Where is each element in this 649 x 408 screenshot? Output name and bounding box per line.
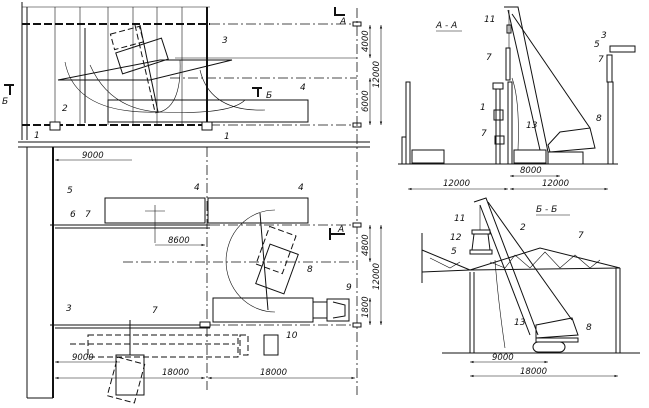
bb-dim-18000: 18000 (520, 367, 547, 377)
aa-label-7-mast: 7 (486, 53, 492, 63)
bb-label-2: 2 (520, 223, 526, 233)
dim-9000-mid: 9000 (82, 151, 104, 161)
crane-top-plan (57, 24, 266, 114)
label-5: 5 (67, 186, 73, 196)
label-1-left: 1 (34, 131, 40, 141)
section-a-a: А - А 11 7 3 5 7 1 7 13 8 (398, 6, 636, 191)
aa-label-3: 3 (601, 31, 607, 41)
dim-18000-left: 18000 (162, 368, 189, 378)
label-7-bottom: 7 (152, 306, 158, 316)
bb-label-5: 5 (451, 247, 457, 257)
label-4-top: 4 (300, 83, 306, 93)
aa-label-11: 11 (484, 15, 495, 25)
section-b-b: Б - Б 11 12 5 2 7 13 8 9000 18000 (421, 197, 640, 378)
aa-label-8: 8 (596, 114, 602, 124)
section-mark-b-mid: Б (266, 91, 272, 101)
label-4-right: 4 (298, 183, 304, 193)
dim-9000-bottom: 9000 (72, 353, 94, 363)
dim-12000-bottom: 12000 (372, 263, 382, 290)
bb-label-11: 11 (454, 214, 465, 224)
plan-view: А А Б Б 3 2 4 1 1 5 4 4 6 7 8 9 3 7 10 4… (2, 2, 383, 404)
aa-label-5: 5 (594, 40, 600, 50)
label-3-top: 3 (222, 36, 228, 46)
dim-12000-top: 12000 (372, 61, 382, 88)
label-6: 6 (70, 210, 76, 220)
label-10: 10 (286, 331, 298, 341)
section-mark-b-left: Б (2, 97, 8, 107)
section-mark-a-top: А (339, 17, 346, 27)
label-7-top: 7 (85, 210, 91, 220)
bb-label-13: 13 (514, 318, 526, 328)
bb-label-8: 8 (586, 323, 592, 333)
label-1-right: 1 (224, 132, 230, 142)
label-3-bottom: 3 (66, 304, 72, 314)
label-2: 2 (62, 104, 68, 114)
aa-dim-8000: 8000 (520, 166, 542, 176)
aa-dim-12000-left: 12000 (443, 179, 470, 189)
aa-label-13: 13 (526, 121, 538, 131)
aa-dim-12000-right: 12000 (542, 179, 569, 189)
aa-label-7-low: 7 (481, 129, 487, 139)
label-8: 8 (307, 265, 313, 275)
crane-8-plan (225, 209, 299, 313)
aa-label-1: 1 (480, 103, 486, 113)
dim-1800: 1800 (361, 296, 371, 318)
dim-18000-right: 18000 (260, 368, 287, 378)
bb-dim-9000: 9000 (492, 353, 514, 363)
dim-8600: 8600 (168, 236, 190, 246)
section-mark-a-bottom: А (337, 225, 344, 235)
section-a-a-title: А - А (435, 21, 457, 31)
label-9: 9 (346, 283, 352, 293)
bb-label-12: 12 (450, 233, 462, 243)
dim-4800: 4800 (361, 234, 371, 256)
bb-label-7: 7 (578, 231, 584, 241)
section-b-b-title: Б - Б (536, 205, 557, 215)
dim-4000: 4000 (361, 30, 371, 52)
label-4-left: 4 (194, 183, 200, 193)
trailer-10-plan (70, 320, 279, 404)
dim-6000: 6000 (361, 90, 371, 112)
aa-label-7-right: 7 (598, 55, 604, 65)
